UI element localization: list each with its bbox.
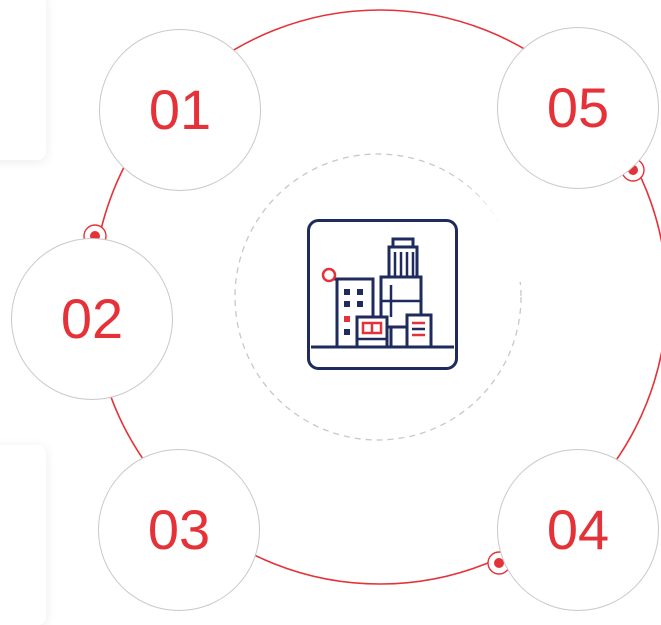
step-circle-05: 05 — [497, 27, 659, 189]
side-card-top — [0, 0, 46, 160]
step-circle-01: 01 — [99, 29, 261, 191]
step-number-05: 05 — [546, 76, 610, 139]
step-number-03: 03 — [147, 498, 211, 561]
city-buildings-icon — [307, 219, 458, 370]
step-circle-04: 04 — [497, 449, 659, 611]
step-circle-03: 03 — [98, 449, 260, 611]
step-circle-02: 02 — [11, 238, 173, 400]
step-number-01: 01 — [148, 78, 212, 141]
inner-dashed-ring — [234, 153, 522, 441]
step-number-02: 02 — [60, 287, 124, 350]
step-number-04: 04 — [546, 498, 610, 561]
side-card-bottom — [0, 445, 46, 625]
